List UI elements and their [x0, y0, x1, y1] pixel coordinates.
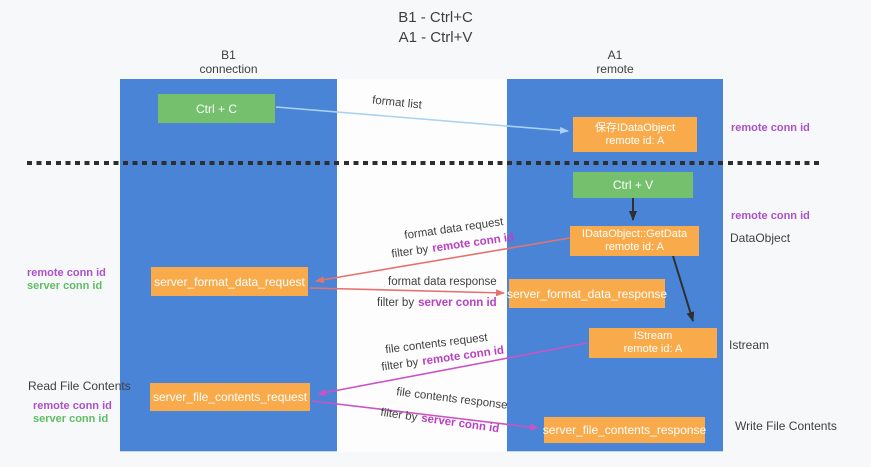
right-column-header: A1 remote: [507, 48, 723, 76]
title-line-1: B1 - Ctrl+C: [398, 9, 473, 26]
remote-conn-id-label-right: remote conn id: [731, 210, 810, 222]
left-column-name: B1: [221, 48, 236, 62]
server-conn-id-key: server conn id: [418, 297, 497, 309]
save-idataobject-box: 保存IDataObject remote id: A: [573, 117, 697, 152]
idataobject-getdata-label: IDataObject::GetData: [581, 228, 688, 240]
left-column-header: B1 connection: [120, 48, 337, 76]
remote-conn-id-label-left-1: remote conn id: [27, 267, 106, 279]
idataobject-getdata-remote-id: remote id: A: [605, 241, 664, 253]
read-file-contents-label: Read File Contents: [28, 379, 131, 393]
istream-remote-id: remote id: A: [623, 343, 683, 355]
idataobject-getdata-box: IDataObject::GetData remote id: A: [570, 226, 699, 256]
istream-side-label: Istream: [729, 338, 770, 352]
dataobject-side-label: DataObject: [730, 231, 791, 245]
left-column-subtitle: connection: [199, 62, 258, 76]
right-column-name: A1: [607, 48, 623, 62]
istream-box: IStream remote id: A: [589, 328, 717, 358]
server-conn-id-label-left-2: server conn id: [33, 413, 109, 425]
server-format-data-response-box: server_format_data_response: [507, 279, 667, 308]
format-data-response-label: format data response: [388, 276, 497, 288]
write-file-contents-label: Write File Contents: [735, 419, 837, 433]
diagram-title: B1 - Ctrl+C A1 - Ctrl+V: [0, 8, 871, 48]
right-column-subtitle: remote: [596, 62, 634, 76]
session-divider-dashed-line: [27, 161, 823, 165]
title-line-2: A1 - Ctrl+V: [398, 29, 473, 46]
ctrl-c-box: Ctrl + C: [158, 94, 275, 123]
remote-conn-id-label-top-right: remote conn id: [731, 122, 810, 134]
istream-label: IStream: [633, 330, 673, 342]
server-format-data-request-box: server_format_data_request: [151, 267, 308, 296]
server-file-contents-response-box: server_file_contents_response: [543, 417, 706, 443]
save-idataobject-label: 保存IDataObject: [594, 121, 676, 134]
ctrl-v-box: Ctrl + V: [573, 172, 693, 198]
filter-by-text: filter by: [377, 297, 415, 309]
remote-conn-id-label-left-2: remote conn id: [33, 400, 112, 412]
server-conn-id-label-left-1: server conn id: [27, 280, 103, 292]
save-idataobject-remote-id: remote id: A: [605, 134, 665, 147]
server-file-contents-request-box: server_file_contents_request: [150, 383, 310, 411]
